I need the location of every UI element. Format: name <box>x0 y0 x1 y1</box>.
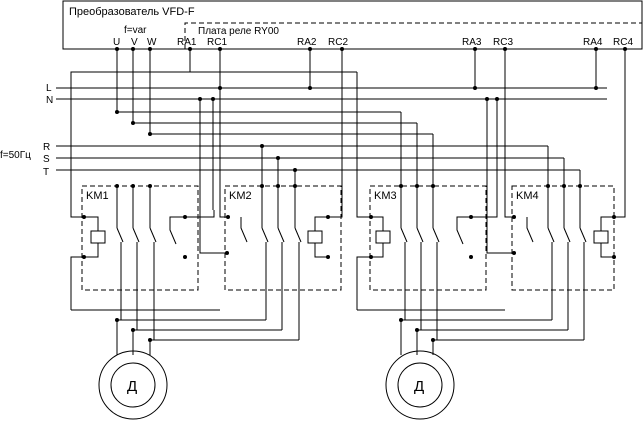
phase-t-label: T <box>43 167 49 178</box>
terminal-w-label: W <box>147 37 157 48</box>
motor-2-letter: Д <box>414 378 424 395</box>
wire-rc4 <box>614 49 626 218</box>
line-n-label: N <box>46 95 53 106</box>
interlock-km1-km2 <box>185 210 215 218</box>
terminal-rc4-label: RC4 <box>613 37 633 48</box>
km3-housing <box>369 185 487 291</box>
terminal-v-label: V <box>131 37 138 48</box>
km1-housing <box>81 185 199 291</box>
phase-s-label: S <box>43 154 50 165</box>
relay-board-title: Плата реле RY00 <box>198 26 279 37</box>
km4-coil-bot <box>600 243 614 258</box>
terminal-ra2-label: RA2 <box>297 37 317 48</box>
wire-n-km3 <box>486 99 514 254</box>
terminal-rc2-label: RC2 <box>328 37 348 48</box>
km2-coil-top <box>314 216 328 231</box>
terminal-ra3-label: RA3 <box>462 37 482 48</box>
motor-1: Д <box>98 350 168 420</box>
km4-contacts <box>526 146 587 340</box>
motor-2: Д <box>385 350 455 420</box>
km3-coil <box>375 230 391 244</box>
line-l-label: L <box>46 83 52 94</box>
km4-label: KM4 <box>516 190 539 202</box>
wire-rc1 <box>219 49 228 218</box>
km1-coil-wire <box>84 216 99 231</box>
km4-coil-top <box>600 216 614 231</box>
wire-ra1 <box>70 49 191 218</box>
terminal-ra1-label: RA1 <box>177 37 197 48</box>
km1-label: KM1 <box>86 190 109 202</box>
relay-board-outline <box>184 22 642 49</box>
phase-r-label: R <box>43 142 50 153</box>
mains-freq-label: f=50Гц <box>0 150 31 161</box>
km1-coil <box>90 230 106 244</box>
wire-rc2 <box>328 49 343 218</box>
km2-contacts <box>240 146 302 340</box>
terminal-ra4-label: RA4 <box>583 37 603 48</box>
km3-contacts <box>400 112 471 340</box>
km3-label: KM3 <box>374 190 397 202</box>
terminal-u-label: U <box>113 37 120 48</box>
km2-coil-bot <box>314 243 328 258</box>
freq-var-label: f=var <box>124 25 147 36</box>
km1-contacts <box>116 186 185 340</box>
terminal-rc1-label: RC1 <box>207 37 227 48</box>
converter-title: Преобразователь VFD-F <box>69 6 195 18</box>
km4-coil <box>593 230 609 244</box>
km3-coil-top <box>371 216 384 231</box>
km1-coil-bot <box>70 243 99 310</box>
km2-coil <box>307 230 323 244</box>
converter-box <box>62 0 643 50</box>
motor-1-letter: Д <box>127 378 137 395</box>
wire-n-km2 <box>199 99 227 254</box>
interlock-km3-km4 <box>471 210 498 218</box>
wire-rc3 <box>504 49 514 218</box>
km2-housing <box>224 185 342 291</box>
km2-label: KM2 <box>229 190 252 202</box>
terminal-rc3-label: RC3 <box>493 37 513 48</box>
wire-l-to-km1coil <box>356 72 371 218</box>
junction-dots <box>82 47 627 342</box>
km1-coil-top <box>84 216 99 231</box>
